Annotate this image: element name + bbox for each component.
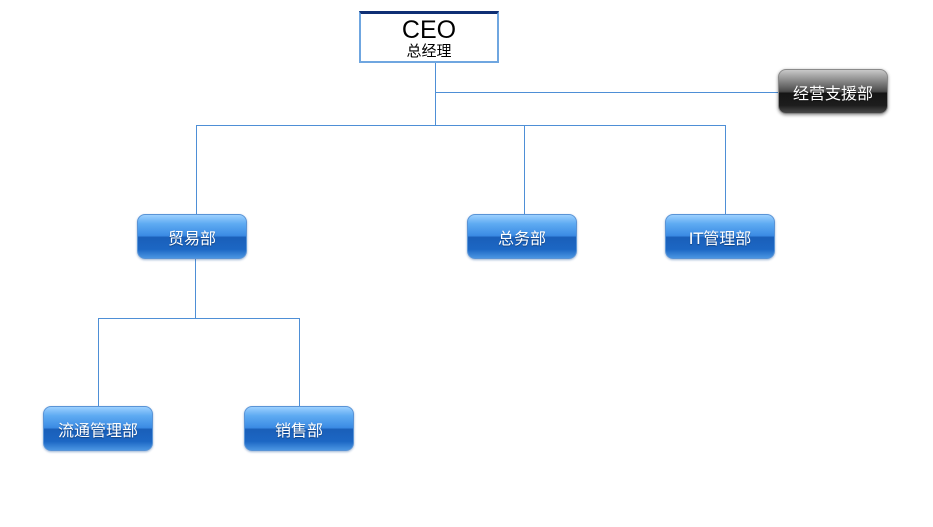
sales-department-node[interactable]: 销售部	[244, 406, 354, 451]
distribution-management-department-label: 流通管理部	[57, 420, 138, 440]
it-management-department-node[interactable]: IT管理部	[665, 214, 775, 259]
ceo-subtitle: 总经理	[406, 42, 452, 60]
general-affairs-department-node[interactable]: 总务部	[467, 214, 577, 259]
ceo-node[interactable]: CEO 总经理	[359, 11, 499, 63]
trade-department-node[interactable]: 贸易部	[137, 214, 247, 259]
trade-department-label: 贸易部	[167, 228, 216, 248]
support-department-label: 经营支援部	[792, 83, 873, 103]
general-affairs-department-label: 总务部	[497, 228, 546, 248]
support-department-node[interactable]: 经营支援部	[778, 69, 888, 114]
sales-department-label: 销售部	[274, 420, 323, 440]
it-management-department-label: IT管理部	[688, 228, 752, 248]
distribution-management-department-node[interactable]: 流通管理部	[43, 406, 153, 451]
ceo-title: CEO	[401, 16, 457, 44]
